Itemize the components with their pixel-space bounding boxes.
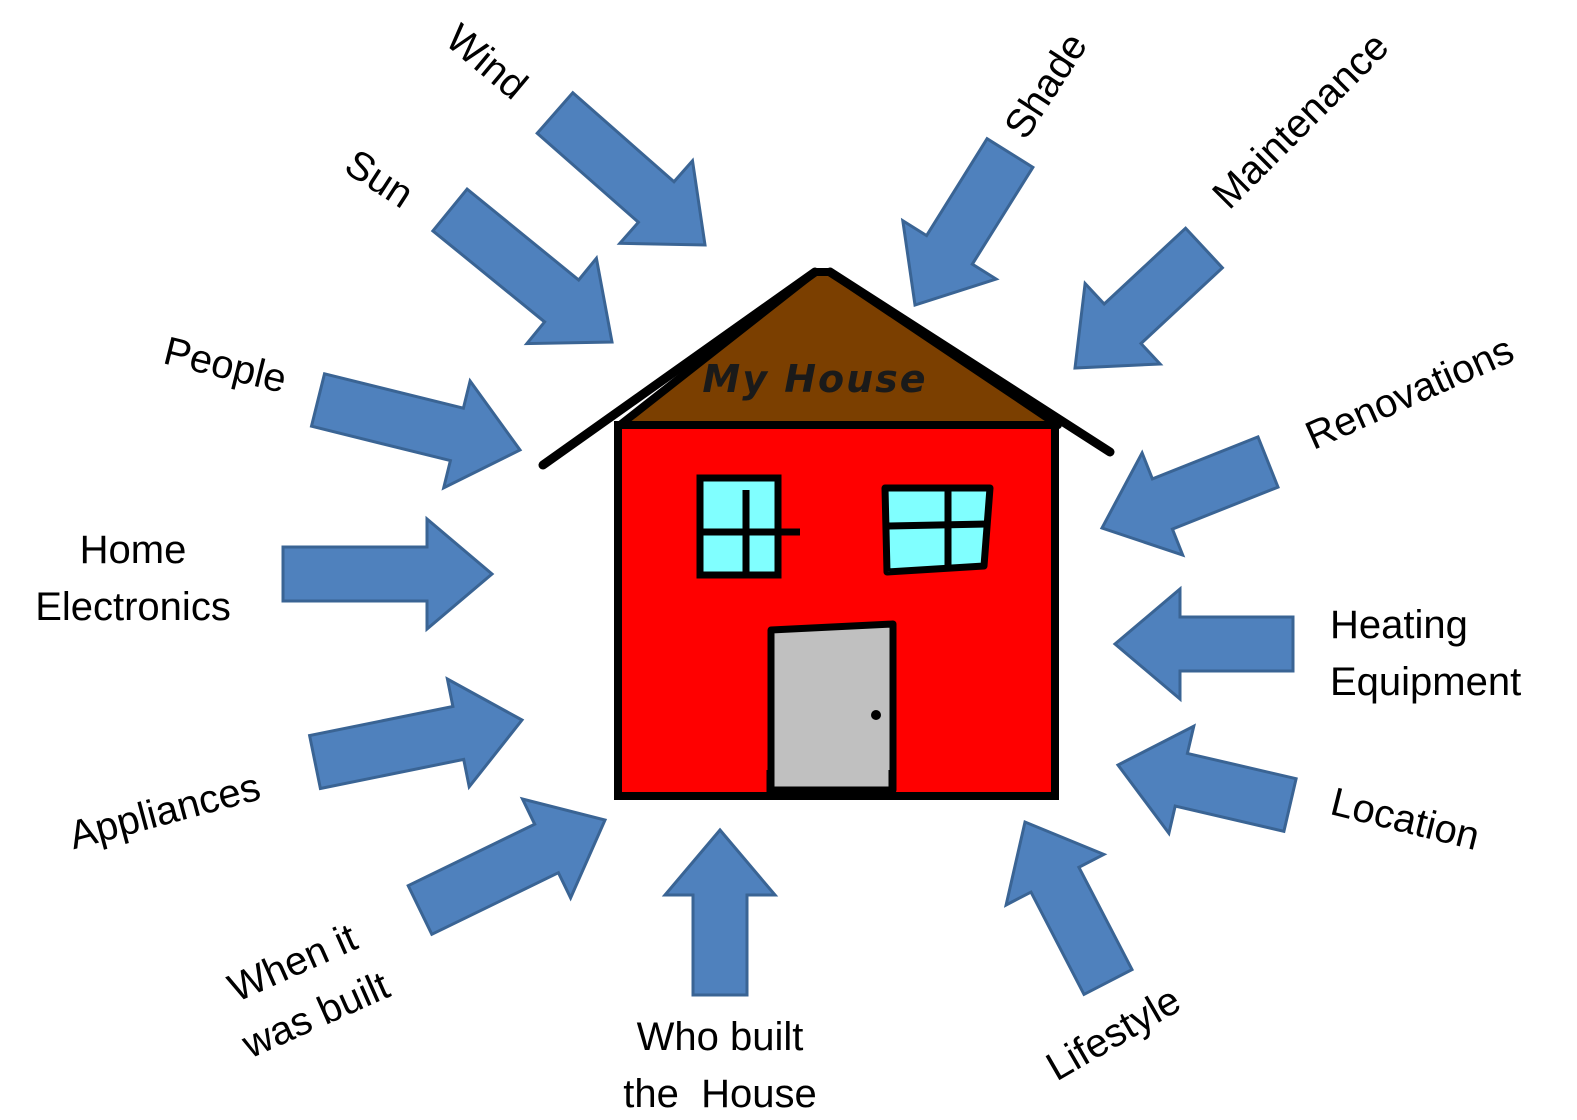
label-sun: Sun	[337, 141, 421, 217]
label-line: Wind	[437, 16, 535, 108]
label-line: Shade	[996, 25, 1096, 146]
label-shade: Shade	[996, 25, 1096, 146]
label-when-built: When itwas built	[212, 911, 396, 1067]
label-wind: Wind	[437, 16, 535, 108]
label-people: People	[159, 329, 291, 402]
arrow-when-built	[406, 796, 608, 937]
label-appliances: Appliances	[64, 765, 264, 858]
roof-eave-left	[538, 267, 820, 470]
arrow-people	[309, 371, 523, 491]
label-line: Lifestyle	[1039, 978, 1188, 1089]
arrow-maintenance	[1073, 226, 1225, 370]
door-knob	[871, 710, 881, 720]
window-left	[696, 474, 800, 579]
door	[766, 620, 897, 800]
house-title: My House	[702, 357, 927, 401]
label-who-built: Who built the House	[623, 1015, 816, 1116]
label-line: Electronics	[35, 585, 231, 629]
arrow-renovations	[1099, 434, 1280, 558]
label-maintenance: Maintenance	[1204, 24, 1397, 217]
label-line: Equipment	[1330, 660, 1521, 704]
label-location: Location	[1326, 780, 1483, 859]
label-line: Appliances	[64, 765, 264, 858]
arrow-home-electronics	[281, 515, 495, 633]
arrow-heating-equipment	[1112, 585, 1295, 703]
arrow-shade	[900, 136, 1035, 307]
arrow-sun	[430, 186, 614, 346]
label-line: Location	[1326, 780, 1483, 859]
label-renovations: Renovations	[1299, 328, 1520, 459]
label-line: Home	[80, 528, 187, 572]
arrow-lifestyle	[1003, 819, 1135, 997]
arrow-location	[1115, 723, 1298, 837]
window-right	[881, 484, 994, 576]
label-line: Sun	[337, 141, 421, 217]
label-line: Maintenance	[1204, 24, 1397, 217]
arrow-wind	[535, 90, 707, 247]
roof-eave-right	[825, 267, 1115, 457]
factor-arrows	[281, 90, 1298, 997]
label-line: Heating	[1330, 603, 1468, 647]
label-line: Renovations	[1299, 328, 1520, 459]
label-line: People	[159, 329, 291, 402]
arrow-who-built	[661, 827, 779, 997]
arrow-appliances	[307, 676, 525, 791]
label-lifestyle: Lifestyle	[1039, 978, 1188, 1089]
house-roof	[616, 268, 1062, 429]
label-line: Who built	[637, 1015, 804, 1059]
label-line: the House	[623, 1072, 816, 1116]
house: My House	[538, 267, 1115, 800]
